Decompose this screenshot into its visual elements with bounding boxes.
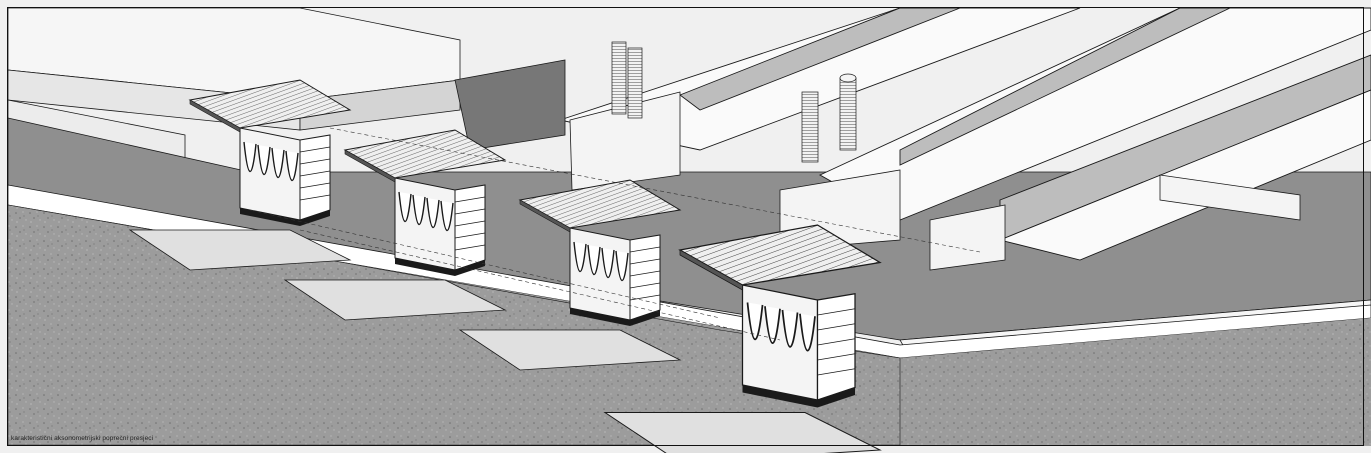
pavilion-floor-line — [629, 246, 661, 253]
pavilion-base — [742, 385, 855, 408]
frame-border — [7, 7, 1364, 446]
pavilion-base — [395, 258, 485, 276]
pavilion-vault — [587, 244, 601, 275]
pavilion-vault — [601, 247, 615, 278]
pavilion-platform — [458, 329, 682, 371]
pavilion-floor-line — [299, 194, 331, 201]
pavilion-vault — [426, 197, 440, 228]
drawing-caption: karakteristični aksonometrijski poprečni… — [11, 435, 154, 442]
pavilion-roof-edge — [519, 199, 571, 233]
pavilion-vault — [573, 241, 587, 272]
pavilion-vault — [271, 147, 285, 178]
silo-group-b — [801, 73, 857, 163]
pavilion-base — [240, 208, 330, 226]
section-pavilion-4 — [603, 224, 882, 453]
pavilion-vault — [243, 141, 257, 172]
mid-buildings — [454, 59, 1301, 271]
pavilion-vault — [781, 309, 799, 348]
pavilion-vault — [398, 191, 412, 222]
pavilion-floor-line — [629, 282, 661, 289]
pavilion-vault — [799, 313, 816, 352]
pavilion-floor-line — [454, 220, 486, 227]
pavilion-floor-line — [629, 270, 661, 277]
pavilion-roof-edge — [679, 249, 743, 291]
pavilion-floor-line — [454, 244, 486, 251]
pavilion-roof-edge — [344, 149, 396, 183]
pavilion-floor-line — [817, 368, 856, 376]
pavilion-base — [570, 308, 660, 326]
pavilion-platform — [283, 279, 507, 321]
pavilion-floor-line — [817, 323, 856, 331]
pavilion-roof-edge — [189, 99, 241, 133]
pavilion-platform — [128, 229, 352, 271]
pavilion-floor-line — [817, 308, 856, 316]
section-pavilion-3 — [458, 179, 682, 371]
pavilion-floor-line — [629, 258, 661, 265]
alignment-lines — [249, 127, 981, 341]
silo-group-a — [611, 41, 643, 119]
pavilion-vault — [746, 302, 764, 341]
pavilion-floor-line — [817, 338, 856, 346]
pavilion-floor-line — [454, 208, 486, 215]
pavilion-floor-line — [299, 170, 331, 177]
pavilion-vault — [285, 150, 299, 181]
pavilion-vault — [412, 194, 426, 225]
pavilion-vault — [257, 144, 271, 175]
pavilion-floor-line — [817, 353, 856, 361]
pavilion-floor-line — [629, 294, 661, 301]
section-pavilion-1 — [128, 79, 352, 271]
pavilion-vault — [615, 250, 629, 281]
pavilion-floor-line — [299, 146, 331, 153]
section-pavilions — [128, 79, 882, 453]
pavilion-floor-line — [299, 158, 331, 165]
pavilion-vault — [764, 306, 781, 344]
pavilion-floor-line — [454, 196, 486, 203]
section-pavilion-2 — [283, 129, 507, 321]
pavilion-floor-line — [454, 232, 486, 239]
pavilion-floor-line — [299, 182, 331, 189]
pavilion-vault — [440, 200, 454, 231]
